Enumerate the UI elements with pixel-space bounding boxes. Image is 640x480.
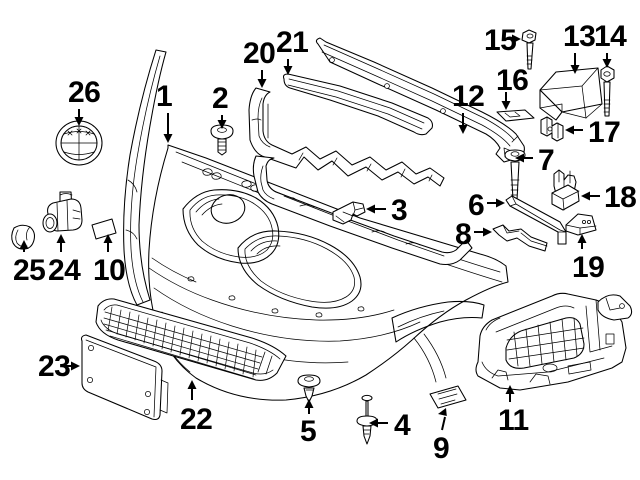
callout-label-25: 25 — [13, 254, 46, 287]
part-energy-absorber — [248, 87, 473, 266]
part-flange-screw — [210, 124, 234, 156]
callout-label-8: 8 — [455, 218, 472, 251]
part-trim-flap — [91, 218, 117, 240]
callout-label-6: 6 — [468, 189, 485, 222]
callout-label-4: 4 — [394, 409, 411, 442]
callout-label-2: 2 — [212, 82, 229, 115]
part-push-in-clip — [297, 374, 321, 403]
callout-label-7: 7 — [538, 144, 555, 177]
callout-label-18: 18 — [604, 181, 637, 214]
part-license-plate-bracket — [80, 334, 169, 421]
part-crash-box — [539, 67, 603, 121]
callout-label-1: 1 — [156, 80, 173, 113]
callout-label-10: 10 — [93, 254, 126, 287]
part-impact-beam — [315, 37, 525, 163]
callout-label-19: 19 — [572, 251, 605, 284]
callout-label-16: 16 — [496, 64, 529, 97]
callout-label-9: 9 — [433, 432, 450, 465]
part-side-air-duct-grille — [475, 292, 633, 391]
part-pdc-parking-sensor — [42, 191, 83, 233]
part-support-rail — [505, 195, 567, 245]
part-lower-mesh-grille — [95, 298, 287, 381]
callout-label-11: 11 — [498, 404, 529, 437]
part-long-hex-bolt — [600, 65, 615, 117]
part-cable-clip — [540, 116, 564, 142]
part-hex-flange-bolt — [521, 29, 537, 70]
part-retaining-strip — [492, 224, 548, 252]
callout-label-20: 20 — [243, 37, 276, 70]
part-sensor-gasket-ring — [11, 224, 36, 250]
callout-label-22: 22 — [180, 403, 213, 436]
callout-label-14: 14 — [594, 20, 627, 53]
callout-label-12: 12 — [452, 80, 485, 113]
part-sensor-holder — [551, 169, 580, 211]
part-reinforcement-plate — [496, 109, 535, 122]
part-upper-carrier-strip — [282, 73, 434, 136]
callout-label-17: 17 — [588, 116, 621, 149]
part-end-cap — [565, 213, 597, 236]
callout-label-3: 3 — [391, 194, 408, 227]
callout-label-13: 13 — [563, 20, 596, 53]
callout-label-21: 21 — [276, 26, 309, 59]
callout-leaders — [19, 34, 612, 431]
callout-label-24: 24 — [48, 254, 81, 287]
part-tow-eye-cover — [429, 385, 467, 409]
part-mounting-bracket — [332, 201, 366, 225]
callout-label-23: 23 — [38, 350, 71, 383]
callout-label-15: 15 — [484, 24, 517, 57]
part-expanding-rivet — [356, 394, 378, 445]
callout-label-26: 26 — [68, 76, 101, 109]
callout-label-5: 5 — [300, 415, 317, 448]
part-bmw-roundel-emblem — [55, 120, 103, 166]
